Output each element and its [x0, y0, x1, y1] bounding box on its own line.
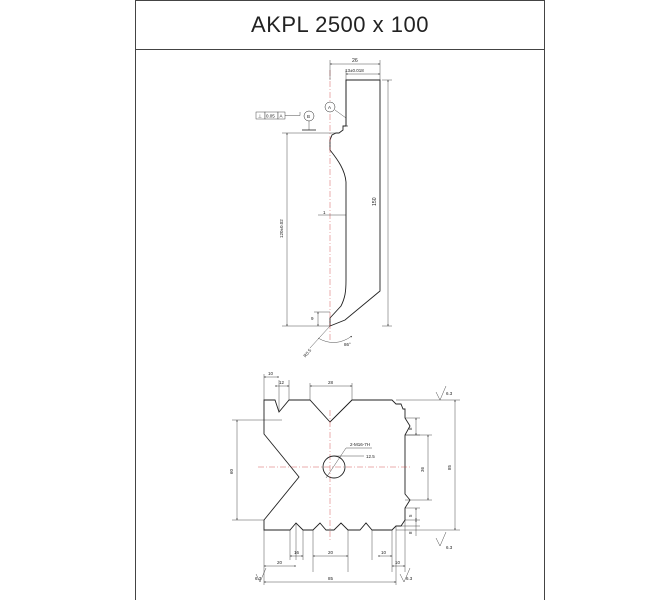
- dim-9-label: 9: [311, 316, 314, 321]
- dim-left-60: [232, 419, 282, 521]
- dim-right-8-top: [405, 417, 420, 436]
- tolerance-symbol: ⊥: [258, 114, 262, 119]
- dim-10-bottom-a: 10: [381, 550, 387, 555]
- dim-120-label: 120±0.02: [279, 219, 284, 238]
- dim-8-right: 8: [408, 427, 413, 430]
- dim-right-lower: [401, 507, 420, 536]
- dim-radius-label: R0.5: [302, 347, 312, 358]
- dim-5-right: 5: [408, 514, 413, 517]
- dim-tip: [314, 311, 330, 326]
- tolerance-frame: [255, 111, 301, 120]
- dim-8-right-lower: 8: [408, 531, 413, 534]
- dim-top-width: [329, 60, 381, 80]
- dim-top-group: [263, 374, 353, 412]
- dim-1-label: 1: [323, 210, 326, 215]
- die-block-outline: [263, 399, 411, 531]
- radius-leader: [309, 325, 331, 349]
- dim-36-right: 36: [420, 466, 425, 472]
- dim-height: [382, 79, 392, 327]
- dim-10-bottom-b: 10: [395, 560, 401, 565]
- dim-85-right: 85: [447, 464, 452, 470]
- datum-b-label: B: [307, 114, 310, 119]
- tolerance-datum: A: [280, 114, 283, 119]
- datum-a-bubble: [324, 101, 336, 113]
- dim-85-bottom: 85: [328, 576, 334, 581]
- dim-20-bottom-b: 20: [328, 550, 334, 555]
- dim-angle-label: 86°: [344, 342, 351, 347]
- drawing-sheet: AKPL 2500 x 100: [135, 0, 545, 600]
- hole-offset-label: 12.5: [366, 454, 375, 459]
- surface-finish-marks: [255, 385, 447, 583]
- punch-outline: [329, 79, 381, 327]
- dim-150-label: 150: [372, 197, 378, 206]
- hole-spec-label: 2-M16-7H: [350, 442, 370, 447]
- dim-right-36: [405, 434, 432, 501]
- finish-bottom-right: 6.3: [446, 545, 453, 550]
- title-block: AKPL 2500 x 100: [136, 0, 544, 50]
- finish-bottom-bottom: 6.3: [406, 576, 413, 581]
- dim-body-height: [282, 132, 336, 327]
- finish-bottom-left: 6.3: [255, 576, 262, 581]
- dim-bottom-group: [263, 520, 406, 585]
- dim-16-bottom: 16: [294, 550, 300, 555]
- dim-right-85: [396, 399, 460, 531]
- dim-12-top: 12: [279, 380, 285, 385]
- dim-26-label: 26: [352, 58, 358, 64]
- dim-20-bottom-a: 20: [277, 560, 283, 565]
- punch-profile-view: [329, 79, 381, 327]
- dim-28-top: 28: [328, 380, 334, 385]
- hole-leader: [325, 447, 347, 479]
- dim-13-label: 13±0.018: [345, 68, 364, 73]
- angle-arc: [317, 335, 353, 343]
- die-block-view: [263, 399, 411, 531]
- finish-top-right: 6.3: [446, 391, 453, 396]
- dim-tip-tolerance: [345, 70, 380, 80]
- dim-10-top: 10: [268, 371, 274, 376]
- dim-60-label: 60: [229, 468, 234, 474]
- tolerance-value: 0.05: [266, 114, 275, 119]
- datum-a-label: A: [328, 105, 331, 110]
- drawing-title: AKPL 2500 x 100: [251, 12, 429, 37]
